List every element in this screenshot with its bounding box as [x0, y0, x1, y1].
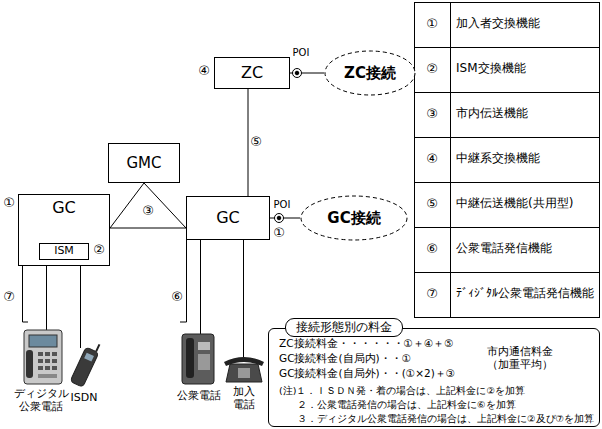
subscriber-line	[200, 240, 201, 334]
callout-label: ①	[272, 226, 286, 241]
panel-heading: 接続形態別の料金	[285, 318, 403, 337]
node-label: GC	[216, 209, 240, 227]
callout-label: ③	[140, 204, 156, 219]
node-label: GC接続	[327, 210, 380, 227]
table-cell: 中継系交換機能	[456, 152, 598, 166]
connection-cloud: ZC接続	[324, 50, 416, 96]
public-phone	[182, 334, 214, 384]
node-label: GC	[52, 199, 76, 217]
table-rule	[415, 227, 600, 228]
poi-symbol	[293, 69, 302, 78]
subscriber-line	[243, 240, 244, 357]
dashed-ellipse	[301, 196, 407, 240]
table-cell: 中継伝送機能(共用型)	[456, 197, 598, 211]
table-rule	[415, 272, 600, 273]
table-cell: ④	[414, 152, 450, 167]
dashed-ellipse	[325, 51, 415, 95]
bracket-line	[180, 240, 187, 322]
bracket-label: 市内通信料金 （加重平均）	[487, 345, 567, 371]
device-caption: ディジタル 公衆電話	[10, 388, 72, 413]
exchange-box: GC	[186, 196, 270, 240]
device-caption: 公衆電話	[174, 390, 224, 403]
table-cell: ③	[414, 107, 450, 122]
callout-label: ⑥	[170, 290, 184, 305]
connector-line	[248, 89, 249, 196]
connector-line	[110, 183, 144, 228]
poi-symbol	[295, 71, 299, 75]
table-rule	[415, 137, 600, 138]
note-text: ２．公衆電話発信の場合は、上記料金に⑥を加算	[297, 399, 516, 411]
callout-label: ④	[196, 64, 212, 79]
table-cell: ①	[414, 17, 450, 32]
exchange-box: ZC	[214, 57, 290, 89]
table-cell: ISM交換機能	[456, 62, 598, 76]
table-frame	[415, 3, 600, 318]
table-cell: ②	[414, 62, 450, 77]
connection-cloud: GC接続	[300, 195, 408, 241]
charge-formula: GC接続料金(自局外)・・(①×2)＋③	[279, 367, 455, 380]
charge-formula: GC接続料金(自局内)・・①	[279, 352, 411, 365]
device-caption: ISDN	[66, 392, 102, 405]
function-table	[415, 3, 600, 318]
table-cell: ⑤	[414, 197, 450, 212]
node-label: GMC	[126, 155, 161, 172]
ism-box: ISM	[39, 243, 89, 260]
table-rule	[450, 3, 451, 318]
node-label: ZC	[241, 64, 263, 82]
subscriber-line	[80, 259, 81, 348]
table-cell: ⑦	[414, 287, 450, 302]
digital-public-phone	[24, 330, 62, 384]
charge-panel: 接続形態別の料金ZC接続料金・・・・・・①＋④＋⑤GC接続料金(自局内)・・①G…	[268, 328, 600, 427]
bracket-line	[23, 266, 29, 322]
poi-symbol	[277, 216, 281, 220]
isdn-phone	[70, 340, 102, 388]
note-text: (注)１．ＩＳＤＮ発・着の場合は、上記料金に②を加算	[279, 385, 525, 397]
callout-label: ⑤	[248, 135, 264, 150]
table-cell: 公衆電話発信機能	[456, 242, 598, 256]
exchange-box: GMC	[108, 143, 180, 183]
poi-symbol	[275, 214, 284, 223]
note-text: ３．ディジタル公衆電話発信の場合は、上記料金に②及び⑦を加算	[297, 413, 594, 425]
subscriber-phone	[224, 357, 264, 382]
callout-label: ⑦	[2, 290, 16, 305]
charge-formula: ZC接続料金・・・・・・①＋④＋⑤	[279, 337, 454, 350]
callout-label: POI	[291, 47, 311, 59]
connector-line	[110, 228, 186, 229]
table-rule	[415, 182, 600, 183]
device-caption: 加入 電話	[230, 386, 258, 411]
node-label: ZC接続	[344, 65, 396, 82]
table-cell: ﾃﾞｨｼﾞﾀﾙ公衆電話発信機能	[456, 287, 598, 301]
table-cell: ⑥	[414, 242, 450, 257]
callout-label: ①	[2, 196, 16, 211]
table-cell: 加入者交換機能	[456, 17, 598, 31]
node-label: ISM	[54, 245, 74, 257]
callout-label: POI	[272, 199, 292, 211]
table-rule	[415, 92, 600, 93]
subscriber-line	[46, 259, 47, 330]
table-cell: 市内伝送機能	[456, 107, 598, 121]
callout-label: ②	[92, 243, 106, 258]
table-rule	[415, 47, 600, 48]
